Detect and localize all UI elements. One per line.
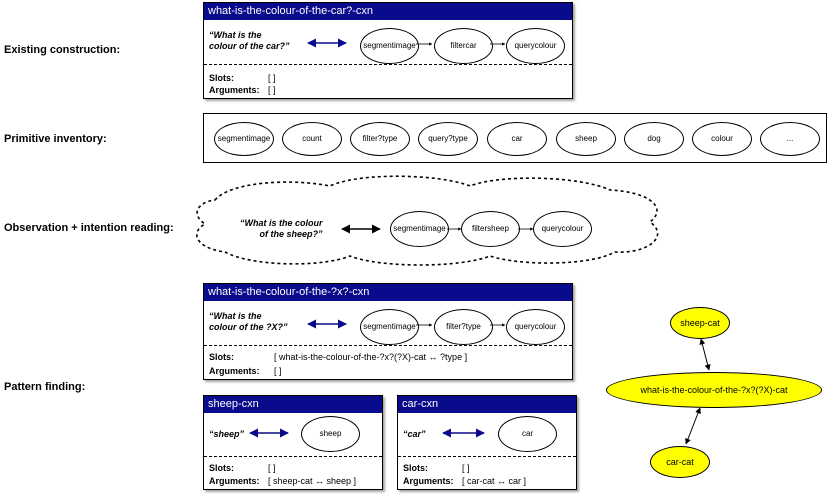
- sheep-cxn-box: sheep-cxn “sheep” sheep Slots: [ ] Argum…: [203, 395, 383, 490]
- graph-node-middle-cat: what-is-the-colour-of-the-?x?(?X)-cat: [606, 372, 822, 408]
- existing-construction-box: what-is-the-colour-of-the-car?-cxn “What…: [203, 2, 573, 99]
- inv-query-type: query?type: [418, 122, 478, 156]
- label-existing-construction: Existing construction:: [4, 44, 121, 56]
- car-footer: Slots: [ ] Arguments: [ car-cat ↔ car ]: [398, 456, 576, 489]
- label-primitive-inventory: Primitive inventory:: [4, 133, 107, 145]
- car-question: “car”: [403, 429, 426, 439]
- graph-node-car-cat: car-cat: [650, 446, 710, 478]
- existing-args-value: [ ]: [268, 85, 276, 95]
- inv-ellipsis: ...: [760, 122, 820, 156]
- graph-node-sheep-cat: sheep-cat: [670, 307, 730, 339]
- car-args-value: [ car-cat ↔ car ]: [462, 476, 527, 486]
- inv-car: car: [487, 122, 547, 156]
- sheep-node: sheep: [301, 416, 360, 452]
- graph-edge-top: [699, 338, 711, 371]
- pattern-cxn-title: what-is-the-colour-of-the-?x?-cxn: [204, 284, 572, 301]
- inv-dog: dog: [624, 122, 684, 156]
- sheep-slots-value: [ ]: [268, 463, 276, 473]
- sheep-args-value: [ sheep-cat ↔ sheep ]: [268, 476, 357, 486]
- car-cxn-title: car-cxn: [398, 396, 576, 413]
- pattern-node-filter: filter?type: [434, 309, 493, 345]
- sheep-footer: Slots: [ ] Arguments: [ sheep-cat ↔ shee…: [204, 456, 382, 489]
- pattern-args-value: [ ]: [274, 366, 282, 376]
- car-slots-value: [ ]: [462, 463, 470, 473]
- car-cxn-box: car-cxn “car” car Slots: [ ] Arguments: …: [397, 395, 577, 490]
- existing-slots-value: [ ]: [268, 73, 276, 83]
- label-pattern-finding: Pattern finding:: [4, 381, 86, 393]
- label-observation: Observation + intention reading:: [4, 222, 174, 234]
- graph-edge-bottom: [685, 407, 701, 445]
- inv-colour: colour: [692, 122, 752, 156]
- car-node: car: [498, 416, 557, 452]
- pattern-slots-value: [ what-is-the-colour-of-the-?x?(?X)-cat …: [274, 352, 468, 362]
- sheep-cxn-title: sheep-cxn: [204, 396, 382, 413]
- existing-footer: Slots: [ ] Arguments: [ ]: [204, 64, 572, 98]
- pattern-footer: Slots: [ what-is-the-colour-of-the-?x?(?…: [204, 345, 572, 379]
- inv-sheep: sheep: [556, 122, 616, 156]
- pattern-construction-box: what-is-the-colour-of-the-?x?-cxn “What …: [203, 283, 573, 380]
- existing-cxn-title: what-is-the-colour-of-the-car?-cxn: [204, 3, 572, 20]
- inv-filter-type: filter?type: [350, 122, 410, 156]
- sheep-question: “sheep”: [209, 429, 245, 439]
- inv-count: count: [282, 122, 342, 156]
